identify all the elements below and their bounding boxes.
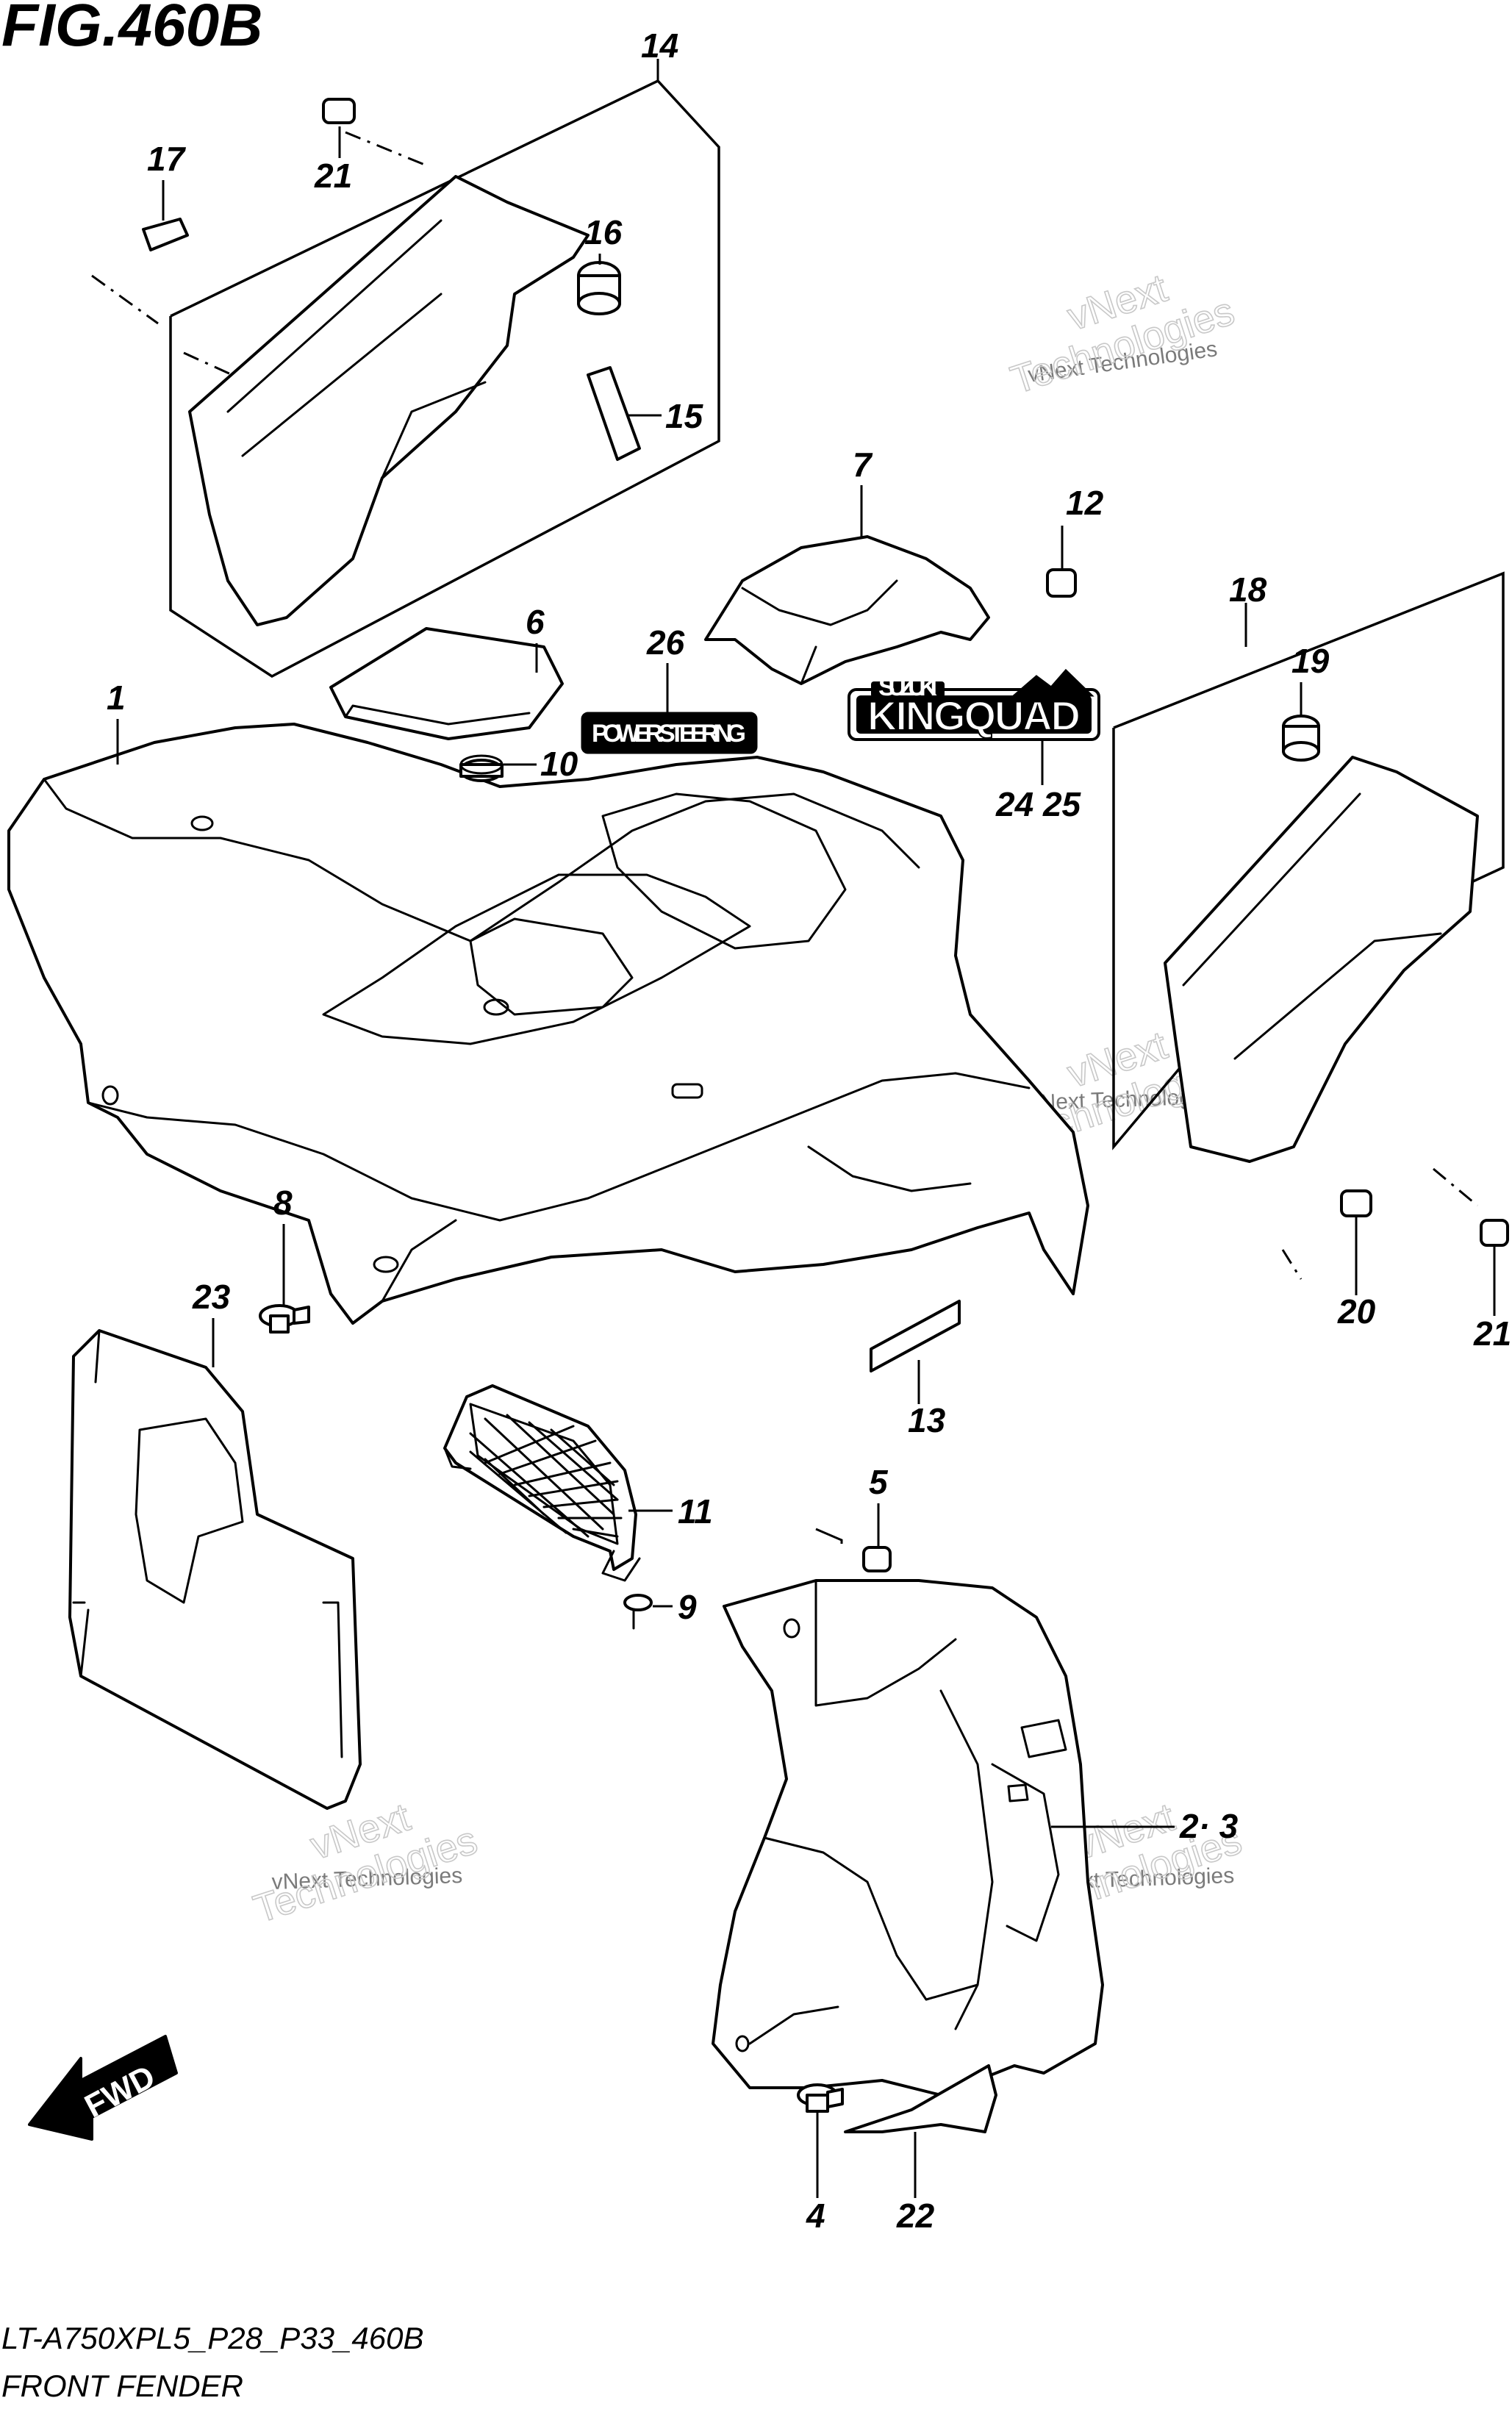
callout-7: 7 bbox=[853, 445, 873, 484]
pad-15 bbox=[587, 366, 641, 461]
decal-26: POWER STEERING bbox=[581, 712, 758, 754]
lid-6 bbox=[329, 627, 564, 740]
grommet-19 bbox=[1282, 715, 1320, 762]
callout-11: 11 bbox=[678, 1492, 713, 1531]
decal-kingquad: KINGQUAD bbox=[867, 692, 1081, 739]
mesh-guard-11 bbox=[443, 1384, 641, 1582]
callout-19: 19 bbox=[1291, 642, 1330, 680]
callout-26: 26 bbox=[646, 623, 685, 662]
dashed-leader bbox=[91, 274, 159, 325]
callout-8: 8 bbox=[273, 1184, 293, 1222]
fender-contour bbox=[381, 1145, 972, 1303]
fender-slot bbox=[671, 1083, 703, 1099]
inner-fender-2-3 bbox=[712, 1579, 1104, 2097]
mud-guard-22 bbox=[844, 2064, 997, 2133]
fender-contour bbox=[322, 873, 751, 1045]
clip-5 bbox=[862, 1546, 892, 1572]
front-fender-1 bbox=[7, 723, 1089, 1325]
callout-21b: 21 bbox=[1473, 1314, 1511, 1353]
fwd-direction-marker: FWD bbox=[28, 2035, 178, 2141]
panel-23 bbox=[68, 1329, 362, 1810]
group-box-18 bbox=[1112, 571, 1509, 1280]
clip-21-upper bbox=[322, 98, 356, 124]
right-side-cover bbox=[1164, 756, 1479, 1163]
fender-mount-hole bbox=[190, 815, 214, 831]
fender-inner-opening bbox=[469, 917, 634, 1016]
clip-21-right bbox=[1480, 1219, 1509, 1247]
fender-mount-hole bbox=[373, 1256, 399, 1273]
bolt-4 bbox=[797, 2083, 844, 2113]
inner-fender-hole bbox=[783, 1618, 800, 1639]
callout-2-3: 2· 3 bbox=[1179, 1807, 1239, 1845]
section-name: FRONT FENDER bbox=[1, 2369, 243, 2403]
dashed-leader bbox=[1433, 1167, 1478, 1207]
fender-inner-opening bbox=[601, 792, 847, 950]
callout-22: 22 bbox=[896, 2197, 935, 2235]
callout-12: 12 bbox=[1066, 484, 1104, 522]
fender-mount-hole bbox=[101, 1085, 119, 1106]
grommet-16 bbox=[577, 261, 621, 315]
callout-20: 20 bbox=[1337, 1292, 1376, 1331]
callout-15: 15 bbox=[665, 397, 704, 435]
callouts: 14 17 21 16 15 7 12 18 6 26 19 1 10 24 2… bbox=[107, 26, 1511, 2235]
front-fender-body bbox=[7, 723, 1089, 1325]
screw-9 bbox=[623, 1594, 653, 1630]
callout-1: 1 bbox=[107, 679, 126, 717]
cover-7 bbox=[704, 535, 990, 685]
callout-9: 9 bbox=[678, 1588, 697, 1626]
callout-10: 10 bbox=[540, 745, 578, 783]
callout-21: 21 bbox=[314, 157, 352, 195]
inner-fender-hole bbox=[735, 2035, 750, 2052]
callout-5: 5 bbox=[869, 1463, 889, 1501]
callout-16: 16 bbox=[584, 213, 623, 251]
figure-title: FIG.460B bbox=[1, 0, 262, 59]
callout-18: 18 bbox=[1229, 570, 1267, 609]
dashed-leader bbox=[345, 131, 427, 167]
decal-power-steering: POWER STEERING bbox=[592, 720, 746, 748]
group-box-14 bbox=[91, 59, 720, 679]
left-side-cover bbox=[188, 175, 590, 626]
bolt-8 bbox=[259, 1304, 310, 1334]
callout-17: 17 bbox=[147, 140, 187, 178]
clip-20 bbox=[1340, 1189, 1372, 1217]
clip-12 bbox=[1046, 568, 1077, 598]
clip-17 bbox=[142, 218, 189, 251]
dashed-leader bbox=[1281, 1249, 1303, 1280]
callout-23: 23 bbox=[192, 1278, 231, 1316]
pad-13 bbox=[870, 1300, 961, 1372]
fender-mount-hole bbox=[483, 998, 509, 1016]
panel-detail bbox=[226, 219, 487, 479]
leader-line bbox=[815, 1528, 843, 1544]
callout-4: 4 bbox=[806, 2197, 825, 2235]
panel-detail bbox=[1182, 792, 1442, 1060]
fender-contour bbox=[87, 1072, 1031, 1222]
callout-14: 14 bbox=[641, 26, 678, 65]
callout-24-25: 24 25 bbox=[995, 785, 1082, 823]
grommet-10 bbox=[459, 754, 504, 782]
callout-6: 6 bbox=[526, 603, 545, 641]
decal-suzuki: SUZUKI bbox=[878, 673, 937, 701]
model-code: LT-A750XPL5_P28_P33_460B bbox=[1, 2321, 424, 2355]
callout-13: 13 bbox=[908, 1401, 946, 1439]
decal-24-25: SUZUKI KINGQUAD bbox=[848, 668, 1100, 741]
